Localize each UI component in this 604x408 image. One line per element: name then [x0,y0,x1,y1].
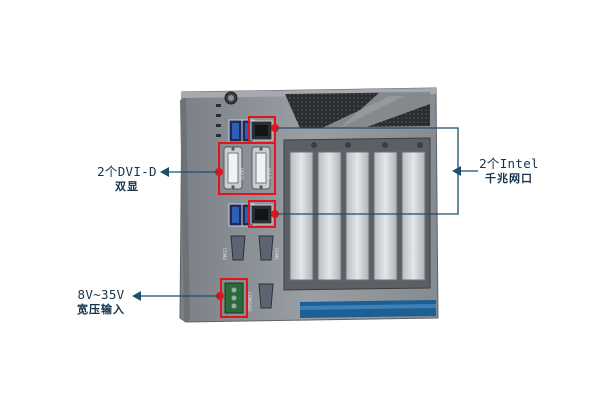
com2-label: COM2 [222,248,227,260]
callout-power-line1: 8V~35V [77,287,125,302]
usb-ports-bottom [228,203,255,227]
power-terminal [224,282,244,314]
dvi-port-label-1: DVI-D [239,168,244,179]
com345-label: COM3/4/5 [247,292,252,312]
usb-ports-top [228,119,255,143]
top-vent [285,92,430,128]
callout-power: 8V~35V 宽压输入 [64,287,138,317]
brand-stripe [300,300,436,318]
callout-dvi-line2: 双显 [115,180,139,193]
dvi-port-label-2: DVI-D [266,168,271,179]
callout-lan-line2: 千兆网口 [485,172,533,185]
callout-power-line2: 宽压输入 [77,303,125,316]
com1-label: COM1 [274,248,279,260]
callout-dvi: 2个DVI-D 双显 [92,164,162,194]
expansion-slots [289,151,426,281]
com-ports [230,235,274,309]
status-leds [216,104,221,137]
leader-arrowheads [132,166,461,301]
callout-lan: 2个Intel 千兆网口 [470,156,548,186]
lan-port-2 [250,204,273,225]
dvi-ports [223,146,271,190]
callout-dvi-line1: 2个DVI-D [97,164,157,179]
power-button [224,91,238,105]
callout-lan-line1: 2个Intel [479,156,539,171]
lan-port-1 [250,120,273,141]
